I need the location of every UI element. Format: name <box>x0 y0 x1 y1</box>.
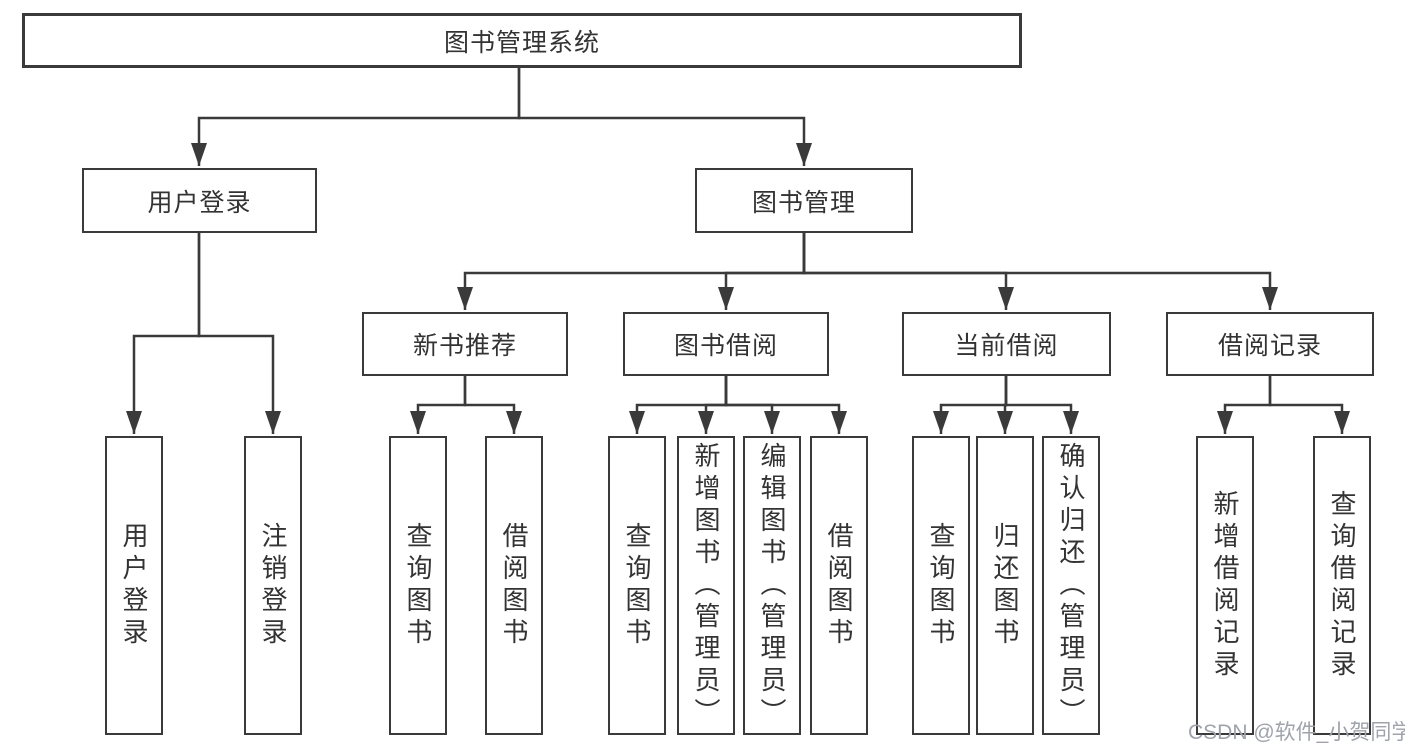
leaf-borrow-query-books: 查询图书 <box>608 436 666 735</box>
node-book-management: 图书管理 <box>695 168 913 233</box>
leaf-current-return-books-label: 归还图书 <box>990 521 1020 650</box>
leaf-records-add-record: 新增借阅记录 <box>1196 436 1254 735</box>
leaf-records-query-record-label: 查询借阅记录 <box>1327 489 1357 682</box>
node-book-borrow: 图书借阅 <box>623 312 829 376</box>
leaf-recommend-query-books-label: 查询图书 <box>403 521 433 650</box>
leaf-recommend-query-books: 查询图书 <box>389 436 447 735</box>
leaf-borrow-edit-books-admin: 编辑图书（管理员） <box>743 436 801 735</box>
leaf-current-query-books: 查询图书 <box>912 436 970 735</box>
leaf-borrow-edit-books-admin-label: 编辑图书（管理员） <box>757 441 787 730</box>
node-root-system: 图书管理系统 <box>22 13 1022 68</box>
leaf-user-login: 用户登录 <box>105 436 163 735</box>
leaf-records-add-record-label: 新增借阅记录 <box>1210 489 1240 682</box>
node-root-system-label: 图书管理系统 <box>443 28 600 57</box>
leaf-borrow-borrow-books-label: 借阅图书 <box>824 521 854 650</box>
node-borrow-records-label: 借阅记录 <box>1217 332 1322 360</box>
leaf-current-query-books-label: 查询图书 <box>926 521 956 650</box>
node-book-management-label: 图书管理 <box>751 188 856 217</box>
leaf-recommend-borrow-books-label: 借阅图书 <box>499 521 529 650</box>
node-borrow-records: 借阅记录 <box>1166 312 1374 376</box>
node-current-borrow: 当前借阅 <box>902 312 1111 376</box>
leaf-current-confirm-return-admin-label: 确认归还（管理员） <box>1056 441 1086 730</box>
leaf-user-login-label: 用户登录 <box>119 521 149 650</box>
leaf-borrow-add-books-admin-label: 新增图书（管理员） <box>691 441 721 730</box>
node-new-book-recommend-label: 新书推荐 <box>412 332 517 360</box>
leaf-logout-label: 注销登录 <box>258 521 288 650</box>
leaf-current-confirm-return-admin: 确认归还（管理员） <box>1042 436 1100 735</box>
leaf-borrow-query-books-label: 查询图书 <box>622 521 652 650</box>
leaf-borrow-borrow-books: 借阅图书 <box>810 436 868 735</box>
leaf-recommend-borrow-books: 借阅图书 <box>485 436 543 735</box>
csdn-watermark: CSDN @软件_小贺同学 <box>1188 721 1405 744</box>
node-user-login-label: 用户登录 <box>147 188 252 217</box>
node-book-borrow-label: 图书借阅 <box>673 332 778 360</box>
node-new-book-recommend: 新书推荐 <box>362 312 568 376</box>
leaf-logout: 注销登录 <box>244 436 302 735</box>
leaf-records-query-record: 查询借阅记录 <box>1313 436 1371 735</box>
node-current-borrow-label: 当前借阅 <box>954 332 1059 360</box>
leaf-current-return-books: 归还图书 <box>976 436 1034 735</box>
node-user-login: 用户登录 <box>82 168 317 233</box>
leaf-borrow-add-books-admin: 新增图书（管理员） <box>677 436 735 735</box>
